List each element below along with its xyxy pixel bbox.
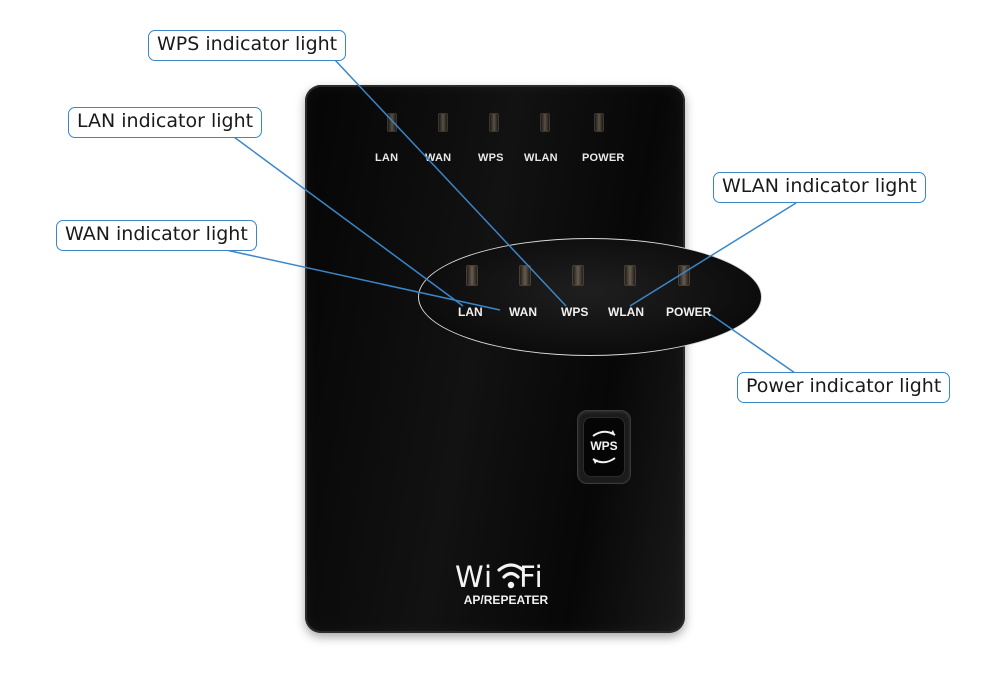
zoom-label-wps: WPS xyxy=(561,305,589,319)
zoom-led-wan xyxy=(519,265,531,286)
logo-wi: Wi xyxy=(455,560,494,594)
device-led-wan xyxy=(438,113,448,132)
callout-lan: LAN indicator light xyxy=(68,107,263,138)
wifi-logo: Wi Fi xyxy=(455,562,565,592)
leader-line-power xyxy=(709,313,796,374)
wps-button[interactable]: WPS xyxy=(577,410,631,484)
wifi-icon xyxy=(497,563,525,589)
device-label-wlan: WLAN xyxy=(524,152,558,164)
device-led-power xyxy=(594,113,604,132)
zoom-label-lan: LAN xyxy=(458,305,483,319)
wps-button-label: WPS xyxy=(590,439,618,453)
callout-wan: WAN indicator light xyxy=(56,220,257,251)
zoom-label-wan: WAN xyxy=(509,305,537,319)
leader-line-lan xyxy=(233,136,464,307)
logo-fi: Fi xyxy=(519,560,544,594)
zoom-led-lan xyxy=(466,265,478,286)
zoom-ellipse: LAN WAN WPS WLAN POWER xyxy=(418,238,762,356)
device-label-power: POWER xyxy=(582,152,625,164)
callout-wlan: WLAN indicator light xyxy=(713,172,926,203)
device-label-lan: LAN xyxy=(375,152,399,164)
device-led-lan xyxy=(387,113,397,132)
callout-wps: WPS indicator light xyxy=(148,30,347,61)
device-led-wlan xyxy=(540,113,550,132)
wps-button-face: WPS xyxy=(583,417,625,477)
zoom-label-wlan: WLAN xyxy=(608,305,644,319)
callout-power: Power indicator light xyxy=(737,372,951,403)
repeater-device xyxy=(305,85,685,633)
zoom-led-wps xyxy=(572,265,584,286)
leader-line-wps xyxy=(334,59,567,307)
zoom-led-wlan xyxy=(624,265,636,286)
device-label-wan: WAN xyxy=(425,152,452,164)
wps-arrows-icon xyxy=(592,430,616,464)
device-label-wps: WPS xyxy=(478,152,504,164)
logo-subtitle: AP/REPEATER xyxy=(463,593,549,607)
leader-line-wlan xyxy=(629,202,797,307)
zoom-label-power: POWER xyxy=(666,305,712,319)
device-led-wps xyxy=(489,113,499,132)
leader-line-wan xyxy=(225,249,501,311)
